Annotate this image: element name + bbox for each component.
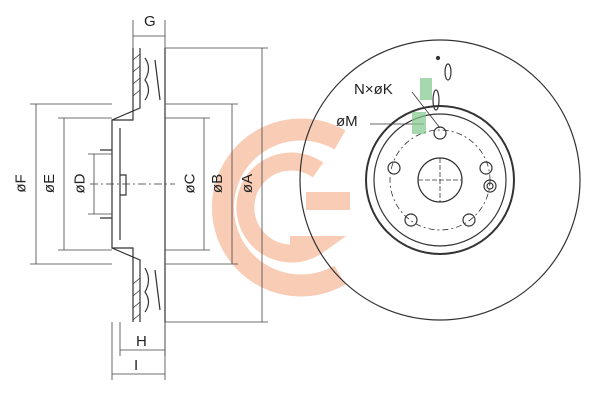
accent-marks xyxy=(412,78,432,134)
label-I: I xyxy=(134,357,139,374)
section-left-contour xyxy=(111,48,134,322)
accent-lower xyxy=(412,112,426,134)
dim-G xyxy=(132,20,166,48)
bolt-hole xyxy=(387,161,401,175)
centre-crosshair xyxy=(418,158,462,202)
bolt-hole xyxy=(462,213,476,227)
bore-detail xyxy=(100,149,112,219)
hatch-lower xyxy=(132,277,141,321)
hat-outer-circle xyxy=(365,105,515,255)
dim-C xyxy=(165,117,210,251)
bolt-hole xyxy=(433,126,447,140)
surface-slot xyxy=(432,89,440,111)
label-A: øA xyxy=(239,173,257,194)
label-NK: N×øK xyxy=(354,81,393,98)
label-M: øM xyxy=(336,113,358,130)
locating-hole xyxy=(483,179,497,193)
hat-bottom xyxy=(111,247,141,322)
bolt-hole xyxy=(479,161,493,175)
hat-top xyxy=(111,48,141,121)
vent-rib-lower xyxy=(154,269,161,311)
watermark-logo xyxy=(211,118,350,297)
label-G: G xyxy=(144,13,156,30)
label-D: øD xyxy=(71,173,89,194)
surface-slot xyxy=(444,63,452,81)
centre-spigot xyxy=(120,174,127,196)
side-section-view xyxy=(90,48,175,322)
dim-F xyxy=(30,103,112,265)
locating-hole-inner xyxy=(486,182,494,190)
dim-D xyxy=(88,153,112,215)
label-E: øE xyxy=(41,173,59,194)
vent-upper xyxy=(144,57,150,101)
dim-B xyxy=(165,103,238,265)
label-H: H xyxy=(136,333,147,350)
accent-upper xyxy=(420,78,432,100)
label-F: øF xyxy=(12,174,30,193)
watermark-ring-inner xyxy=(236,152,347,263)
label-B: øB xyxy=(209,173,227,194)
leader-NK xyxy=(411,91,441,129)
bolt-hole xyxy=(404,213,418,227)
front-view xyxy=(299,39,581,321)
vent-lower xyxy=(144,267,150,313)
dim-I xyxy=(111,322,166,380)
dimension-lines xyxy=(30,20,268,380)
watermark-ring-outer xyxy=(211,118,346,297)
dim-E xyxy=(58,117,112,251)
hat-inner-circle xyxy=(373,113,507,247)
vent-rib-upper xyxy=(154,59,161,101)
dim-A xyxy=(165,47,268,323)
surface-dot xyxy=(435,55,441,61)
hatch-upper xyxy=(132,53,141,97)
disc-outer-edge xyxy=(299,39,581,321)
label-C: øC xyxy=(181,173,199,194)
watermark-bar xyxy=(306,192,350,210)
